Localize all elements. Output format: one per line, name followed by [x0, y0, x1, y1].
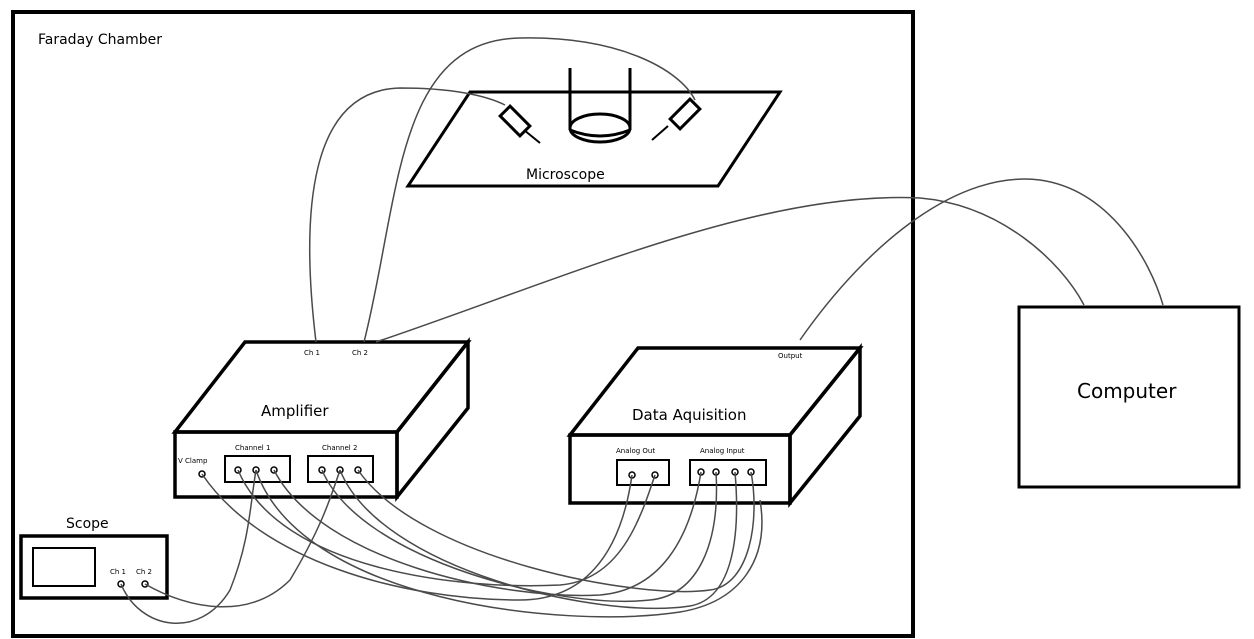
- scope-label: Scope: [66, 516, 109, 532]
- amplifier-label: Amplifier: [261, 402, 329, 420]
- scope: Scope Ch 1 Ch 2: [19, 516, 169, 600]
- faraday-chamber-border: [11, 10, 915, 638]
- scope-port-ch2-label: Ch 2: [136, 568, 152, 576]
- amplifier: Amplifier Ch 1 Ch 2 V Clamp Channel 1 Ch…: [171, 336, 472, 502]
- amplifier-port-ch1-label: Ch 1: [304, 349, 320, 357]
- analog-input-label: Analog Input: [700, 447, 745, 455]
- analog-out-label: Analog Out: [616, 447, 655, 455]
- amplifier-port-ch2-label: Ch 2: [352, 349, 368, 357]
- scope-port-ch1-label: Ch 1: [110, 568, 126, 576]
- daq-label: Data Aquisition: [632, 406, 747, 424]
- cables: [120, 37, 1164, 624]
- data-acquisition: Data Aquisition Output Analog Out Analog…: [566, 343, 864, 508]
- channel1-label: Channel 1: [235, 444, 270, 452]
- daq-output-label: Output: [778, 352, 803, 360]
- microscope: Microscope: [405, 68, 783, 188]
- computer: Computer: [1017, 305, 1241, 489]
- computer-label: Computer: [1077, 379, 1177, 403]
- channel2-label: Channel 2: [322, 444, 357, 452]
- faraday-chamber-label: Faraday Chamber: [38, 32, 162, 48]
- vclamp-label: V Clamp: [178, 457, 208, 465]
- microscope-label: Microscope: [526, 167, 605, 183]
